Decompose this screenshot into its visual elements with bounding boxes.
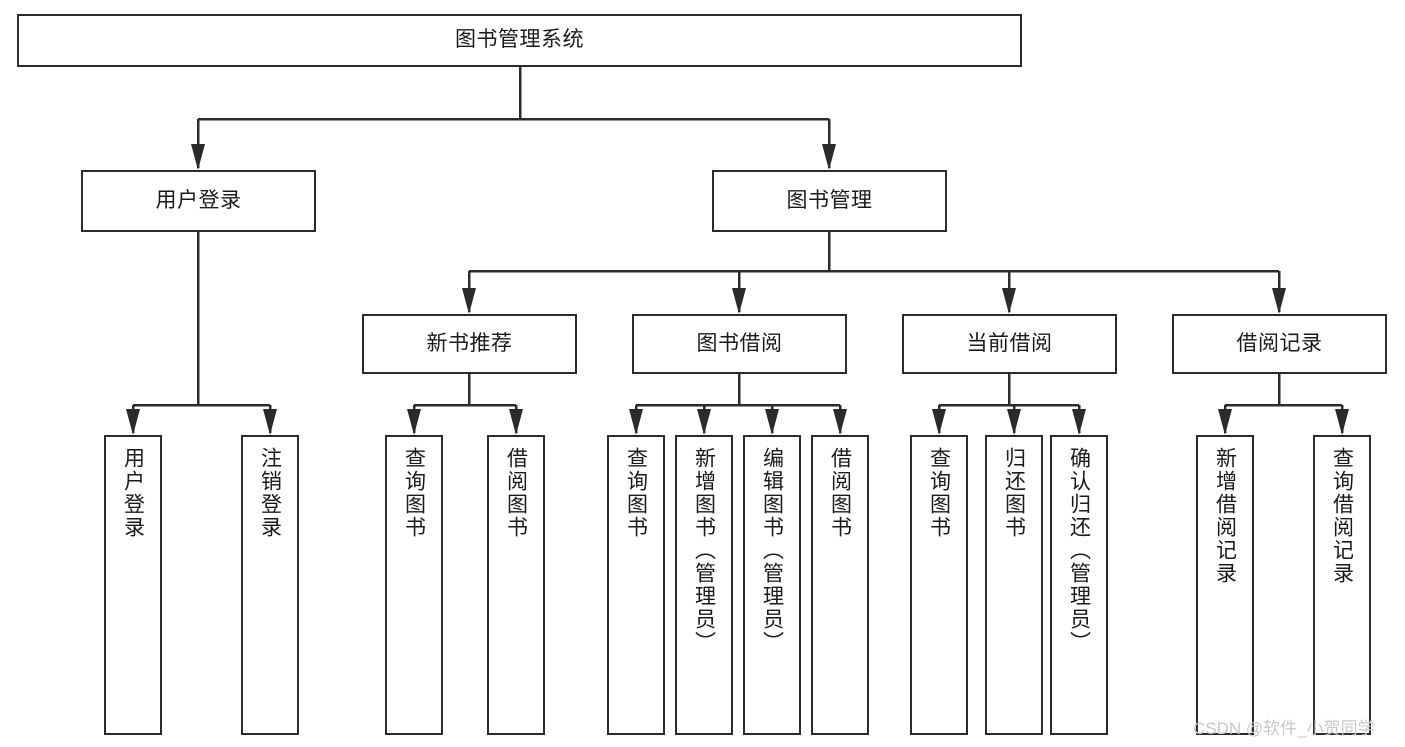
node-label: 用户登录 [155, 188, 242, 212]
node-leaf-cur-2[interactable]: 归还图书 [985, 435, 1043, 735]
node-label: 借阅图书 [504, 447, 528, 539]
node-label: 新增借阅记录 [1213, 447, 1237, 585]
node-leaf-new-2[interactable]: 借阅图书 [487, 435, 545, 735]
node-label: 确认归还（管理员） [1067, 447, 1091, 654]
node-label: 新书推荐 [426, 331, 513, 355]
node-bookmgmt[interactable]: 图书管理 [712, 170, 947, 232]
node-leaf-borrow-1[interactable]: 查询图书 [607, 435, 665, 735]
node-leaf-borrow-3[interactable]: 编辑图书（管理员） [743, 435, 801, 735]
node-label: 查询图书 [624, 447, 648, 539]
node-label: 查询图书 [927, 447, 951, 539]
node-leaf-cur-1[interactable]: 查询图书 [910, 435, 968, 735]
node-label: 查询图书 [402, 447, 426, 539]
node-borrow[interactable]: 图书借阅 [632, 314, 847, 374]
node-current[interactable]: 当前借阅 [902, 314, 1117, 374]
csdn-watermark: CSDN @软件_小贺同学 [1193, 719, 1375, 738]
node-leaf-cur-3[interactable]: 确认归还（管理员） [1050, 435, 1108, 735]
node-label: 图书管理系统 [455, 28, 584, 52]
node-leaf-new-1[interactable]: 查询图书 [385, 435, 443, 735]
node-records[interactable]: 借阅记录 [1172, 314, 1387, 374]
node-newbook[interactable]: 新书推荐 [362, 314, 577, 374]
node-label: 借阅图书 [828, 447, 852, 539]
node-label: 用户登录 [121, 447, 145, 539]
node-leaf-borrow-4[interactable]: 借阅图书 [811, 435, 869, 735]
node-leaf-login-2[interactable]: 注销登录 [241, 435, 299, 735]
node-label: 注销登录 [258, 447, 282, 539]
node-leaf-rec-1[interactable]: 新增借阅记录 [1196, 435, 1254, 735]
node-label: 归还图书 [1002, 447, 1026, 539]
node-leaf-borrow-2[interactable]: 新增图书（管理员） [675, 435, 733, 735]
node-label: 当前借阅 [966, 331, 1053, 355]
node-label: 图书借阅 [696, 331, 783, 355]
node-label: 借阅记录 [1236, 331, 1323, 355]
node-leaf-login-1[interactable]: 用户登录 [104, 435, 162, 735]
node-label: 图书管理 [786, 188, 873, 212]
node-label: 查询借阅记录 [1330, 447, 1354, 585]
node-label: 编辑图书（管理员） [760, 447, 784, 654]
node-leaf-rec-2[interactable]: 查询借阅记录 [1313, 435, 1371, 735]
node-root[interactable]: 图书管理系统 [17, 14, 1022, 67]
node-label: 新增图书（管理员） [692, 447, 716, 654]
node-login[interactable]: 用户登录 [81, 170, 316, 232]
